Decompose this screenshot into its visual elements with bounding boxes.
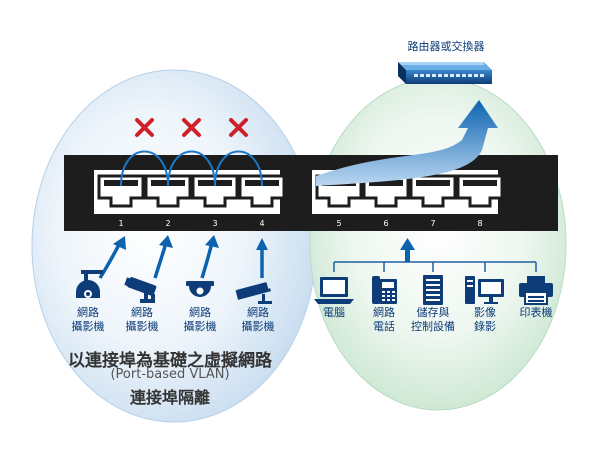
caption-title: 以連接埠為基礎之虛擬網路 — [68, 351, 272, 371]
caption-isolation: 連接埠隔離 — [129, 388, 210, 407]
arc-3-4 — [214, 150, 263, 187]
router-label: 路由器或交換器 — [407, 40, 485, 53]
switch-port-6 — [362, 174, 410, 208]
ip-phone-icon — [372, 276, 397, 304]
uplink-arrow — [316, 100, 498, 186]
blocked-arcs — [120, 150, 263, 187]
block-x-icon — [229, 118, 248, 137]
caption-subtitle: (Port-based VLAN) — [110, 367, 230, 382]
port-number-5: 5 — [336, 219, 341, 228]
router-icon — [398, 62, 492, 84]
block-x-icon — [182, 118, 201, 137]
device-label-camera-4: 網路 攝影機 — [241, 306, 275, 333]
port-number-4: 4 — [259, 219, 264, 228]
storage-icon — [423, 275, 443, 305]
device-label-camera-3: 網路 攝影機 — [183, 306, 217, 333]
uplink-arrow-port-4 — [256, 238, 268, 278]
dome-camera-icon — [186, 281, 214, 297]
port-number-8: 8 — [477, 219, 482, 228]
port-number-2: 2 — [165, 219, 170, 228]
ptz-camera-icon — [76, 270, 103, 298]
device-label-storage: 儲存與 控制設備 — [411, 306, 455, 333]
block-x-icon — [135, 118, 154, 137]
device-label-phone: 網路 電話 — [373, 306, 395, 333]
uplink-arrow-port-1 — [98, 236, 126, 279]
laptop-icon — [314, 277, 354, 304]
port-number-7: 7 — [430, 219, 435, 228]
device-label-camera-1: 網路 攝影機 — [71, 306, 105, 333]
uplink-arrow-port-2 — [153, 235, 173, 279]
camera-uplinks — [98, 235, 268, 279]
port-number-6: 6 — [383, 219, 388, 228]
device-label-computer: 電腦 — [323, 306, 345, 319]
uplink-arrow-port-3 — [200, 235, 219, 279]
switch-port-8 — [456, 174, 504, 208]
device-label-recorder: 影像 錄影 — [474, 306, 496, 333]
device-label-printer: 印表機 — [519, 306, 553, 319]
bullet-camera-icon — [124, 277, 157, 303]
switch-port-7 — [409, 174, 457, 208]
right-vlan-group — [309, 77, 567, 411]
arc-2-3 — [167, 150, 216, 187]
port-number-1: 1 — [118, 219, 123, 228]
box-camera-icon — [235, 282, 272, 304]
arc-1-2 — [120, 150, 169, 187]
printer-icon — [519, 276, 553, 305]
port-number-3: 3 — [212, 219, 217, 228]
device-label-camera-2: 網路 攝影機 — [125, 306, 159, 333]
bus-up-arrow — [400, 238, 415, 262]
device-bus — [333, 261, 537, 272]
blocked-marks — [135, 118, 248, 137]
video-recorder-icon — [465, 276, 504, 304]
